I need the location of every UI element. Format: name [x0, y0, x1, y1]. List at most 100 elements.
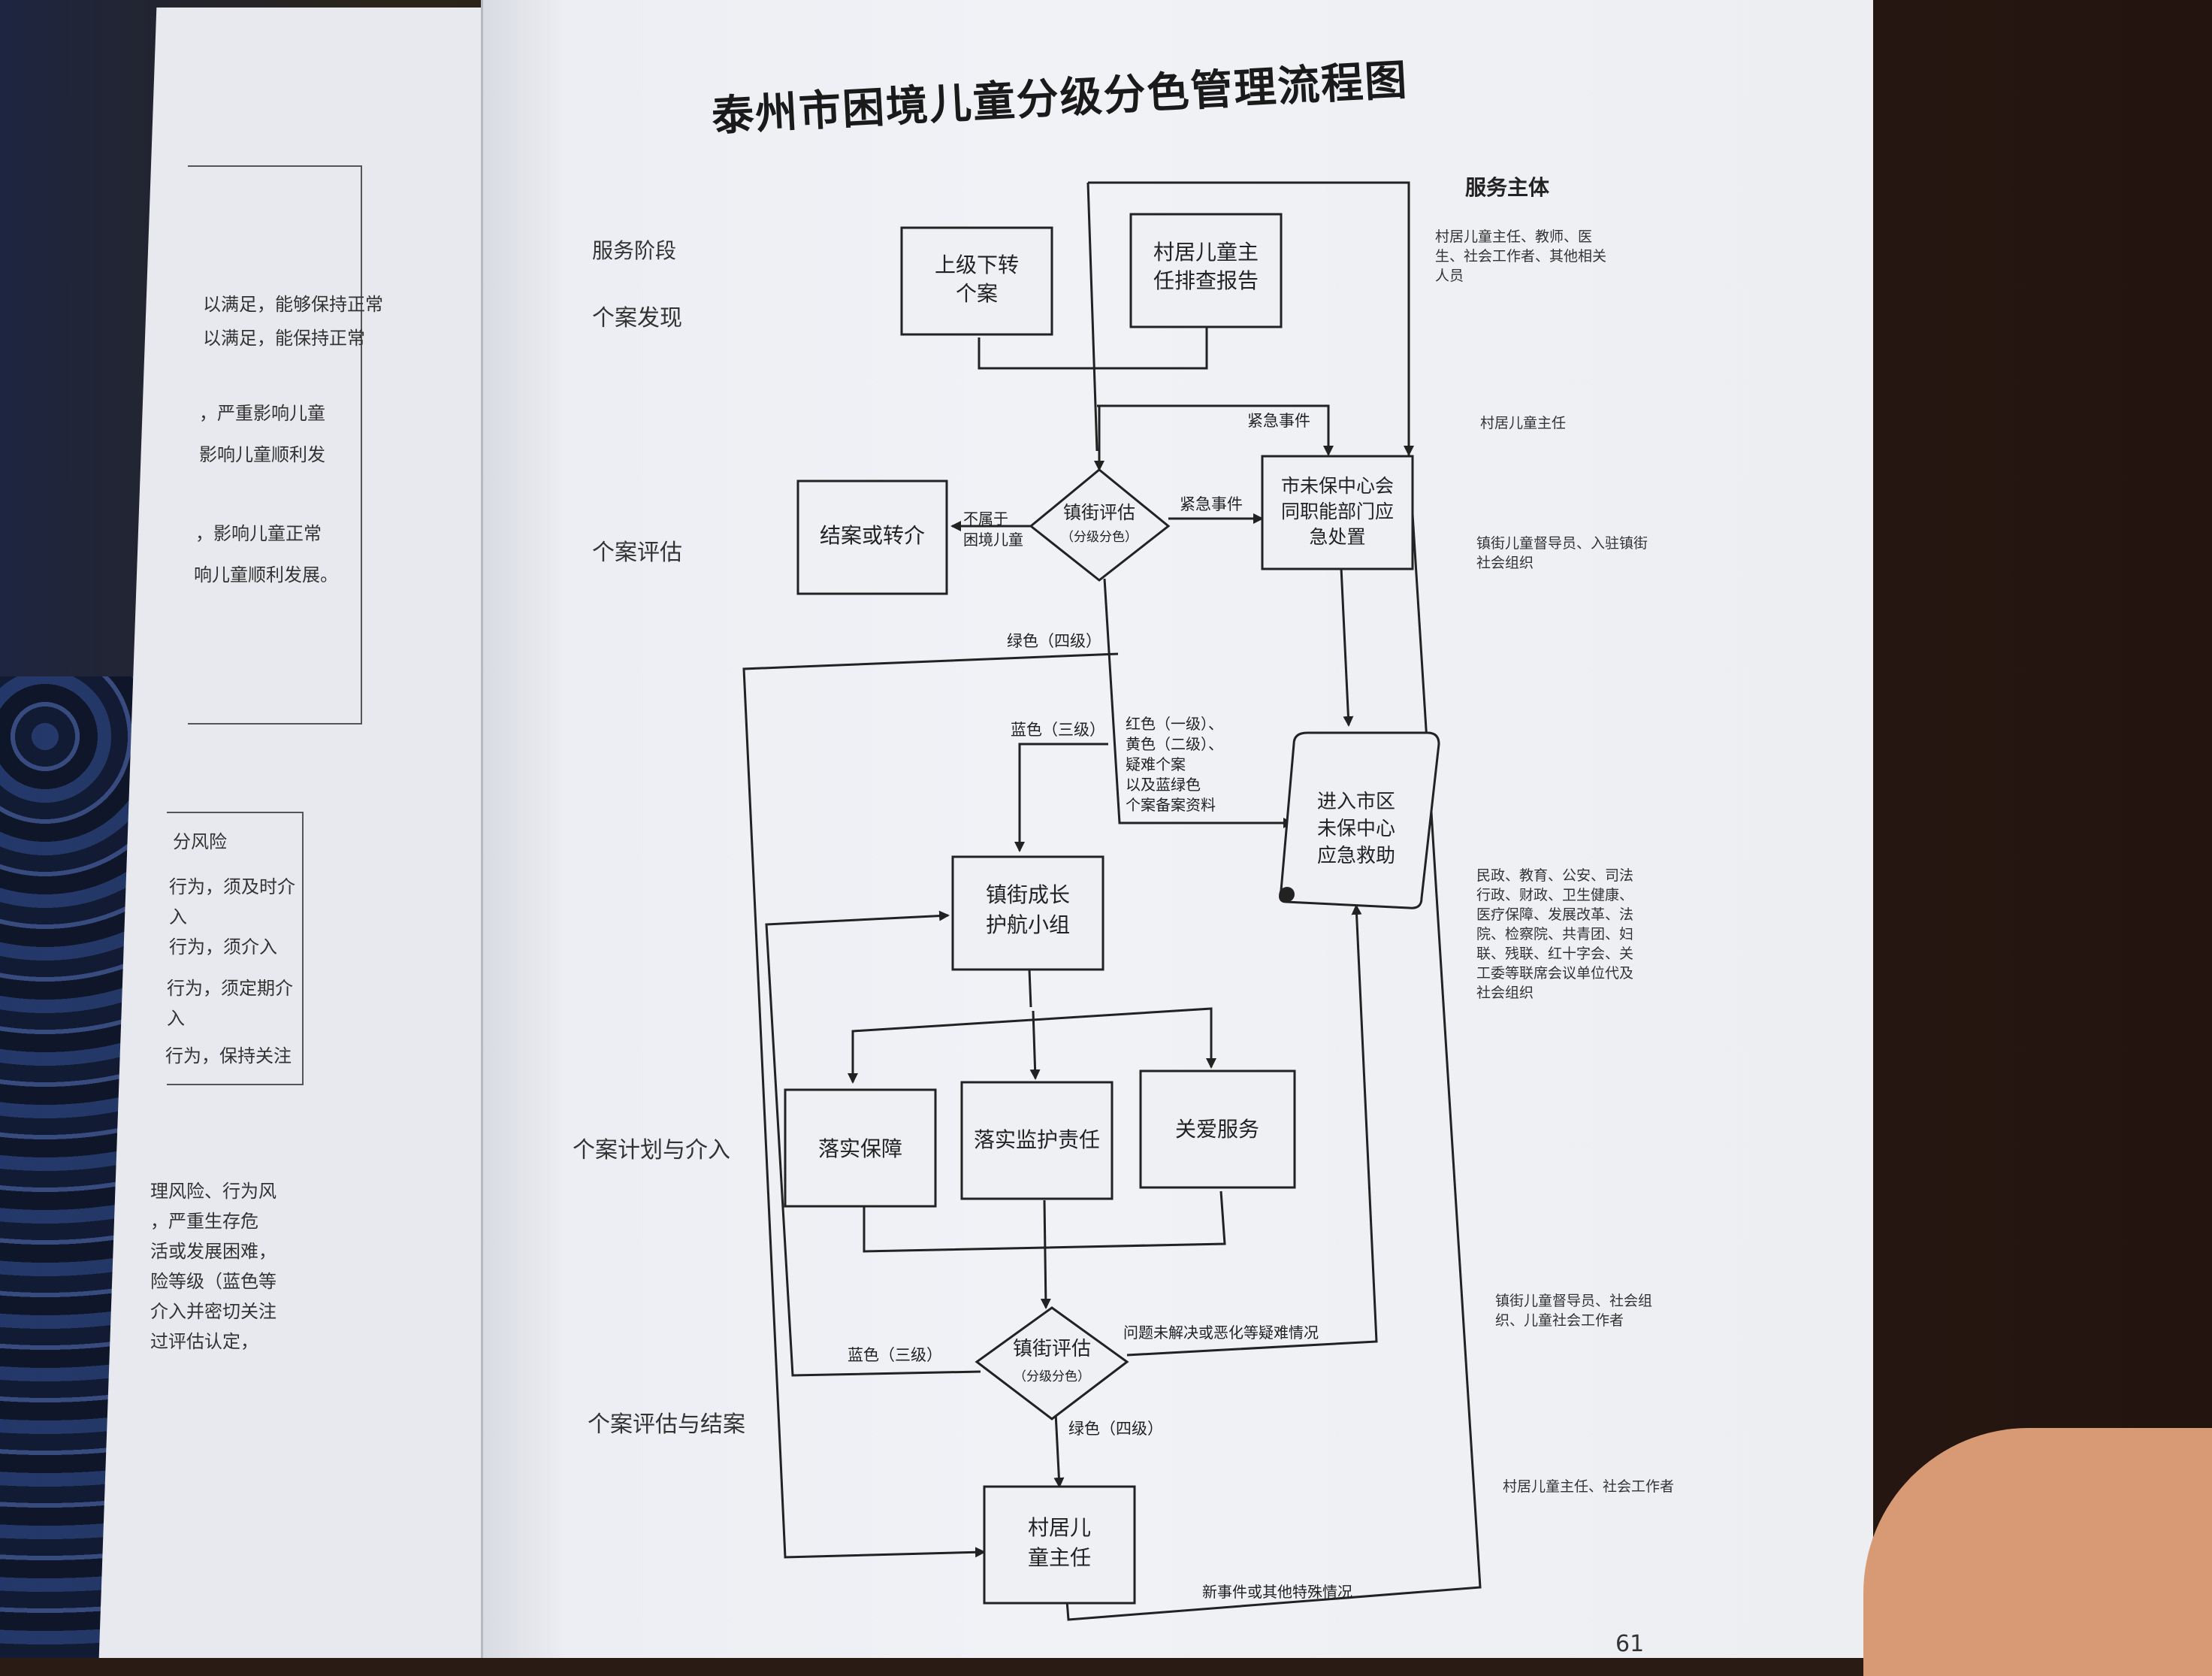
- to-guardianship-line: [1029, 1010, 1041, 1080]
- left-risk-table: [167, 812, 304, 1085]
- left-risk-row-4: 行为，保持关注: [165, 1045, 292, 1066]
- edge-emergency-mid: 紧急事件: [1180, 495, 1243, 513]
- node-village-report-text: 村居儿童主任排查报告: [1153, 240, 1259, 293]
- node-growth-group-text: 镇街成长护航小组: [986, 882, 1070, 937]
- scroll-curl-icon: [1280, 887, 1295, 902]
- edge-red-yellow-line2: 黄色（二级）、: [1126, 735, 1223, 753]
- node-village-report-line2: 任排查报告: [1153, 268, 1259, 293]
- green2-line: [1053, 1412, 1065, 1488]
- left-top-table: [188, 165, 362, 725]
- node-superior-text: 上级下转个案: [935, 253, 1019, 306]
- blue2-line: [765, 910, 981, 1377]
- left-paragraph: 理风险、行为风 ，严重生存危 活或发展困难， 险等级（蓝色等 介入并密切关注 过…: [150, 1181, 276, 1352]
- left-top-row-3: ，严重影响儿童: [199, 403, 325, 424]
- green1-line: [742, 652, 1119, 1559]
- left-top-row-2: 以满足，能保持正常: [203, 328, 365, 349]
- subject-report: 村居儿童主任: [1480, 415, 1567, 431]
- left-top-row-1: 以满足，能够保持正常: [203, 294, 383, 315]
- node-close-transfer: [796, 480, 948, 595]
- stage-assessment: 个案评估: [592, 540, 682, 566]
- node-town-assess1-text: 镇街评估: [1063, 502, 1135, 523]
- emergency-top-line: [1097, 404, 1334, 456]
- node-city-emergency-line3: 急处置: [1309, 526, 1365, 548]
- node-village-report-line1: 村居儿童主: [1153, 240, 1259, 265]
- split-line: [851, 1007, 1216, 1069]
- node-guardianship: [960, 1081, 1114, 1200]
- node-city-rescue-text: 进入市区未保中心应急救助: [1317, 791, 1395, 867]
- node-town-assess1-sub: （分级分色）: [1061, 530, 1138, 545]
- left-risk-row-2: 行为，须介入: [169, 936, 277, 957]
- stage-plan-intervention: 个案计划与介入: [573, 1137, 730, 1163]
- edge-red-yellow-line5: 个案备案资料: [1126, 796, 1216, 814]
- node-growth-group-line1: 镇街成长: [986, 882, 1070, 907]
- edge-blue2: 蓝色（三级）: [848, 1346, 942, 1364]
- to-rescue-line: [1340, 567, 1354, 727]
- node-superior: [900, 226, 1053, 336]
- discovery-join-line: [978, 327, 1208, 370]
- left-risk-row-1: 行为，须及时介 入: [169, 876, 295, 927]
- node-city-emergency-line1: 市未保中心会: [1281, 475, 1394, 497]
- node-growth-group-line2: 护航小组: [986, 912, 1070, 937]
- edge-not-plight-line1: 不属于: [963, 510, 1008, 528]
- node-care-text: 关爱服务: [1175, 1117, 1259, 1142]
- node-village-director-line2: 童主任: [1028, 1545, 1091, 1570]
- edge-red-yellow-line4: 以及蓝绿色: [1126, 776, 1201, 794]
- node-village-director: [983, 1485, 1136, 1605]
- edge-green1: 绿色（四级）: [1007, 632, 1101, 650]
- node-city-emergency-line2: 同职能部门应: [1281, 501, 1394, 522]
- edge-new-event: 新事件或其他特殊情况: [1202, 1583, 1352, 1601]
- left-top-row-4: 影响儿童顺利发: [199, 444, 325, 465]
- left-risk-row-3: 行为，须定期介 入: [167, 978, 293, 1029]
- edge-red-yellow-line3: 疑难个案: [1126, 755, 1186, 773]
- node-town-assess2-text: 镇街评估: [1013, 1338, 1091, 1360]
- node-town-assess1: [1029, 468, 1171, 582]
- page-number: 61: [1615, 1631, 1645, 1657]
- node-care: [1139, 1069, 1296, 1189]
- node-village-director-line1: 村居儿: [1028, 1515, 1091, 1540]
- edge-emergency-top: 紧急事件: [1247, 412, 1310, 430]
- node-close-transfer-text: 结案或转介: [820, 523, 925, 548]
- node-superior-line2: 个案: [956, 281, 998, 306]
- node-city-rescue-line3: 应急救助: [1317, 845, 1395, 867]
- stage-discovery: 个案发现: [592, 305, 682, 331]
- left-risk-header: 分风险: [173, 831, 227, 852]
- red-yellow-line: [1103, 578, 1294, 828]
- subject-closing: 村居儿童主任、社会工作者: [1503, 1478, 1675, 1495]
- unresolved-line: [1126, 904, 1378, 1357]
- node-city-emergency-text: 市未保中心会同职能部门应急处置: [1281, 475, 1394, 548]
- left-top-row-5: ，影响儿童正常: [195, 523, 322, 544]
- subject-assessment: 镇街儿童督导员、入驻镇街社会组织: [1476, 535, 1648, 571]
- node-guarantee: [784, 1088, 937, 1208]
- edge-not-plight: 不属于困境儿童: [963, 510, 1023, 549]
- top-frame-line: [1088, 181, 1414, 456]
- group-down-line: [1028, 969, 1032, 1008]
- stage-header: 服务阶段: [592, 238, 677, 263]
- node-superior-line1: 上级下转: [935, 253, 1019, 277]
- edge-red-yellow-line1: 红色（一级）、: [1126, 715, 1223, 733]
- node-growth-group: [951, 855, 1104, 971]
- node-guardianship-text: 落实监护责任: [974, 1127, 1100, 1152]
- new-event-line: [1065, 454, 1482, 1621]
- node-village-report: [1129, 213, 1283, 328]
- to-assess2-line: [1040, 1200, 1051, 1309]
- left-top-row-6: 响儿童顺利发展。: [194, 564, 338, 585]
- node-village-director-text: 村居儿童主任: [1028, 1515, 1091, 1570]
- stage-assess-close: 个案评估与结案: [588, 1411, 745, 1438]
- subject-header: 服务主体: [1465, 175, 1550, 200]
- edge-not-plight-line2: 困境儿童: [963, 531, 1023, 549]
- subject-discovery: 村居儿童主任、教师、医生、社会工作者、其他相关人员: [1435, 228, 1607, 284]
- edge-blue1: 蓝色（三级）: [1011, 721, 1105, 739]
- top-frame-left: [1086, 182, 1098, 452]
- blue1-line: [1014, 743, 1108, 852]
- edge-green2: 绿色（四级）: [1068, 1420, 1163, 1438]
- node-city-rescue: [1279, 731, 1440, 909]
- edge-red-yellow: 红色（一级）、黄色（二级）、疑难个案以及蓝绿色个案备案资料: [1126, 715, 1223, 814]
- subject-intervention: 镇街儿童督导员、社会组织、儿童社会工作者: [1495, 1293, 1653, 1329]
- edge-unresolved: 问题未解决或恶化等疑难情况: [1123, 1324, 1319, 1342]
- node-city-rescue-line1: 进入市区: [1317, 791, 1395, 813]
- node-town-assess2: [975, 1306, 1129, 1420]
- node-city-emergency: [1261, 455, 1414, 570]
- hand: [1863, 1428, 2212, 1676]
- node-city-rescue-line2: 未保中心: [1317, 818, 1395, 840]
